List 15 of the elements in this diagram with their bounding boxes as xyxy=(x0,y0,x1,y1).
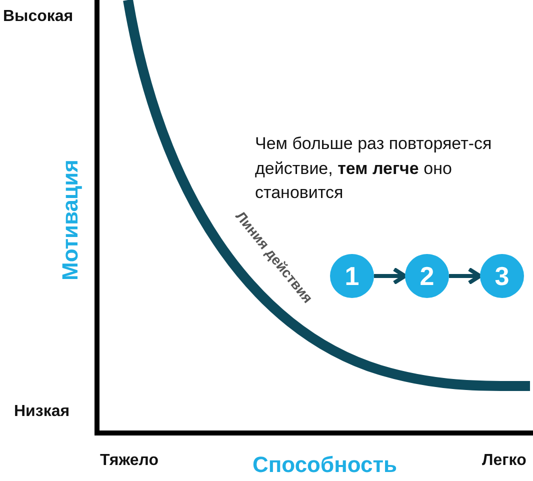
axis-low-label: Низкая xyxy=(14,403,70,421)
note-text: Чем больше раз повторяет-ся действие, тем легче оно становится xyxy=(255,133,493,204)
x-axis-title: Способность xyxy=(252,452,398,478)
axis-high-label: Высокая xyxy=(3,8,74,26)
axis-easy-label: Легко xyxy=(482,452,526,470)
step-circle xyxy=(405,254,449,298)
arrow xyxy=(374,267,407,285)
arrow xyxy=(449,267,482,285)
step-circle xyxy=(480,254,524,298)
step-number: 3 xyxy=(494,260,510,292)
step-number: 1 xyxy=(344,260,360,292)
step-circle xyxy=(330,254,374,298)
axis-hard-label: Тяжело xyxy=(100,452,158,470)
step-number: 2 xyxy=(420,260,434,292)
y-axis-title: Мотивация xyxy=(56,160,83,280)
